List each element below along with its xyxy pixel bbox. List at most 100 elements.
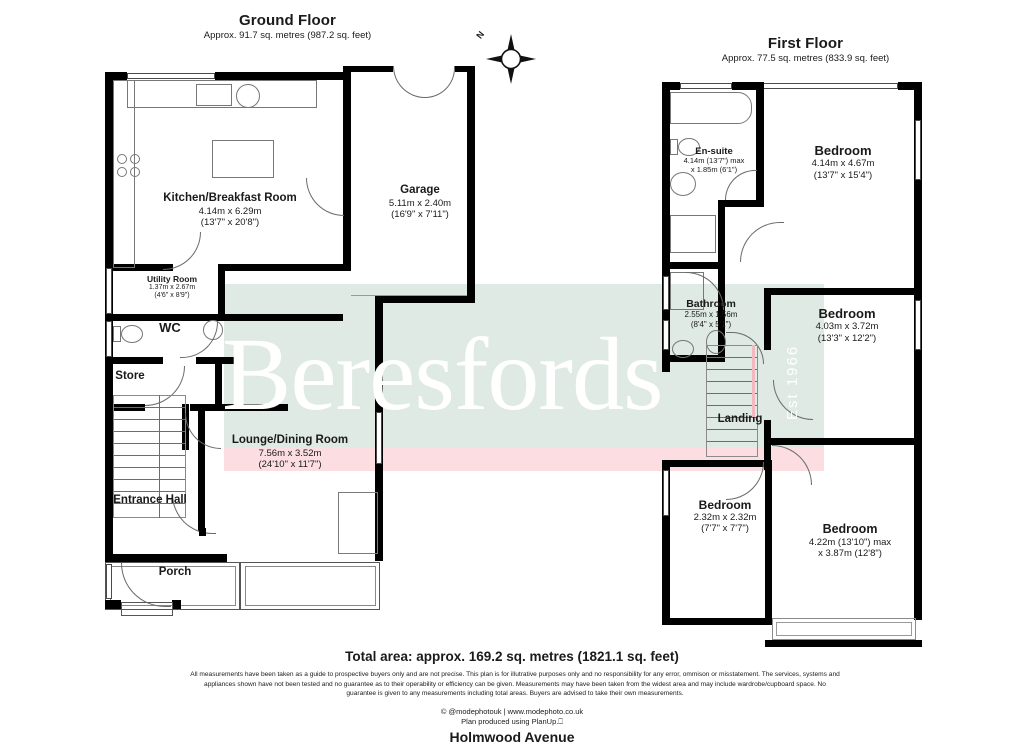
hall-door-jamb [199, 528, 206, 536]
room-label-entrance-hall: Entrance Hall [105, 494, 195, 508]
wall-wc-bottom [105, 357, 163, 364]
wall-ff-top-left [662, 82, 680, 90]
room-name: Bedroom [818, 306, 876, 321]
room-name: Kitchen/Breakfast Room [163, 192, 297, 204]
stair-tread-ff [707, 405, 757, 406]
first-floor-title: First Floor [767, 35, 844, 52]
room-label-bathroom: Bathroom 2.55m x 1.56m (8'4" x 5'1") [662, 298, 760, 329]
stair-tread-ff [707, 417, 757, 418]
room-name: Garage [400, 184, 440, 196]
wall-garage-bottom [375, 296, 475, 303]
room-metric: 5.11m x 2.40m [388, 197, 452, 209]
room-label-bedroom-3: Bedroom 2.32m x 2.32m (7'7" x 7'7") [665, 498, 785, 535]
stair-tread-ff [707, 393, 757, 394]
room-metric: 4.22m (13'10") max [808, 536, 892, 548]
room-metric: 7.56m x 3.52m [258, 447, 322, 459]
wall-ff-right [914, 82, 922, 290]
wall-front-porch-right [217, 554, 227, 562]
room-name: Bathroom [686, 298, 736, 310]
kitchen-sink [236, 84, 260, 108]
bedroom1-door-arc [740, 222, 784, 262]
hob-ring-2 [130, 154, 140, 164]
stair-tread-ff [707, 429, 757, 430]
wall-wc-top [105, 314, 218, 321]
room-metric: 1.37m x 2.67m [148, 284, 196, 292]
room-name: WC [159, 320, 181, 335]
wall-utility-bottom [225, 264, 343, 271]
wall-bed4-bottom [765, 640, 922, 647]
ground-floor-title: Ground Floor [238, 12, 336, 29]
wall-ensuite-bottom [718, 200, 764, 207]
room-name: En-suite [695, 146, 733, 157]
room-name: Bedroom [814, 143, 872, 158]
window-bathroom-left [663, 276, 669, 310]
wall-ensuite-right [756, 82, 764, 206]
hob-ring-4 [130, 167, 140, 177]
window-lounge-front [338, 492, 378, 554]
porch-bay-inner-line [245, 566, 376, 606]
room-imperial: (24'10" x 11'7") [258, 458, 322, 470]
wall-ff-top-mid [732, 82, 756, 90]
wall-ff-bottom-left [662, 460, 670, 625]
wall-rear-garage [343, 66, 351, 271]
disclaimer-text: All measurements have been taken as a gu… [190, 671, 840, 698]
kitchen-counter-top [127, 80, 317, 108]
ensuite-bath [670, 92, 752, 124]
window-bathroom-left2 [663, 320, 669, 350]
stair-rail [159, 395, 160, 518]
wall-bed3-right [765, 460, 772, 625]
room-name: Entrance Hall [113, 494, 187, 506]
bedroom3-door-arc [726, 462, 764, 500]
stair-tread [114, 491, 185, 492]
window-bedroom1-top [756, 83, 898, 89]
wall-kitchen-top-left [105, 72, 127, 80]
porch-door-jamb2 [172, 600, 181, 609]
compass-icon [482, 30, 540, 88]
wall-ff-bedroom4-top [662, 460, 772, 467]
room-imperial: (4'6" x 8'9") [154, 292, 190, 300]
wall-hall-lounge [190, 404, 288, 411]
stair-tread [114, 419, 185, 420]
room-imperial: (8'4" x 5'1") [690, 319, 732, 329]
wall-ff-left [662, 82, 670, 372]
room-imperial: (7'7" x 7'7") [701, 523, 749, 535]
window-wc-left [106, 321, 112, 357]
wall-kitchen-bottom [113, 264, 173, 271]
bay-window-bedroom4-inner [776, 622, 912, 636]
room-metric: 4.03m x 3.72m [815, 321, 879, 333]
stair-tread [114, 407, 185, 408]
room-name: Porch [158, 566, 192, 578]
window-kitchen [127, 73, 215, 79]
wall-garage-top-right [455, 66, 473, 72]
window-ensuite-top [680, 83, 732, 89]
watermark-divider-bar [752, 345, 755, 417]
room-name: Bedroom [822, 522, 878, 536]
wall-bathroom-top [662, 262, 725, 269]
property-address: Holmwood Avenue [449, 729, 575, 745]
garage-floor-line [351, 271, 467, 296]
ensuite-basin [670, 172, 696, 196]
wall-ff-right-bottom [914, 445, 922, 620]
room-metric: 2.55m x 1.56m [684, 310, 738, 320]
room-imperial: (13'7" x 20'8") [200, 216, 260, 228]
room-name: Landing [717, 413, 763, 425]
window-lounge-rear [376, 412, 382, 464]
room-label-utility: Utility Room 1.37m x 2.67m (4'6" x 8'9") [122, 274, 222, 301]
room-imperial: (16'9" x 7'11") [391, 208, 449, 220]
wall-utility-right [218, 264, 225, 314]
staircase-ground [113, 395, 186, 518]
total-area-text: Total area: approx. 169.2 sq. metres (18… [345, 649, 679, 664]
wall-landing-left [764, 288, 771, 350]
wall-bathroom-bottom [662, 355, 725, 362]
room-imperial: x 1.85m (6'1") [690, 165, 738, 175]
stair-tread-ff [707, 369, 757, 370]
wall-landing-right [764, 420, 771, 470]
staircase-first [706, 345, 758, 457]
room-imperial: (13'7" x 15'4") [813, 169, 873, 181]
wall-bed2-bottom [771, 438, 914, 445]
room-label-bedroom-4: Bedroom 4.22m (13'10") max x 3.87m (12'8… [780, 522, 920, 559]
hob-ring-3 [117, 167, 127, 177]
wall-airing-cupboard [718, 200, 725, 262]
stair-tread [114, 503, 185, 504]
room-imperial: (13'3" x 12'2") [817, 332, 877, 344]
